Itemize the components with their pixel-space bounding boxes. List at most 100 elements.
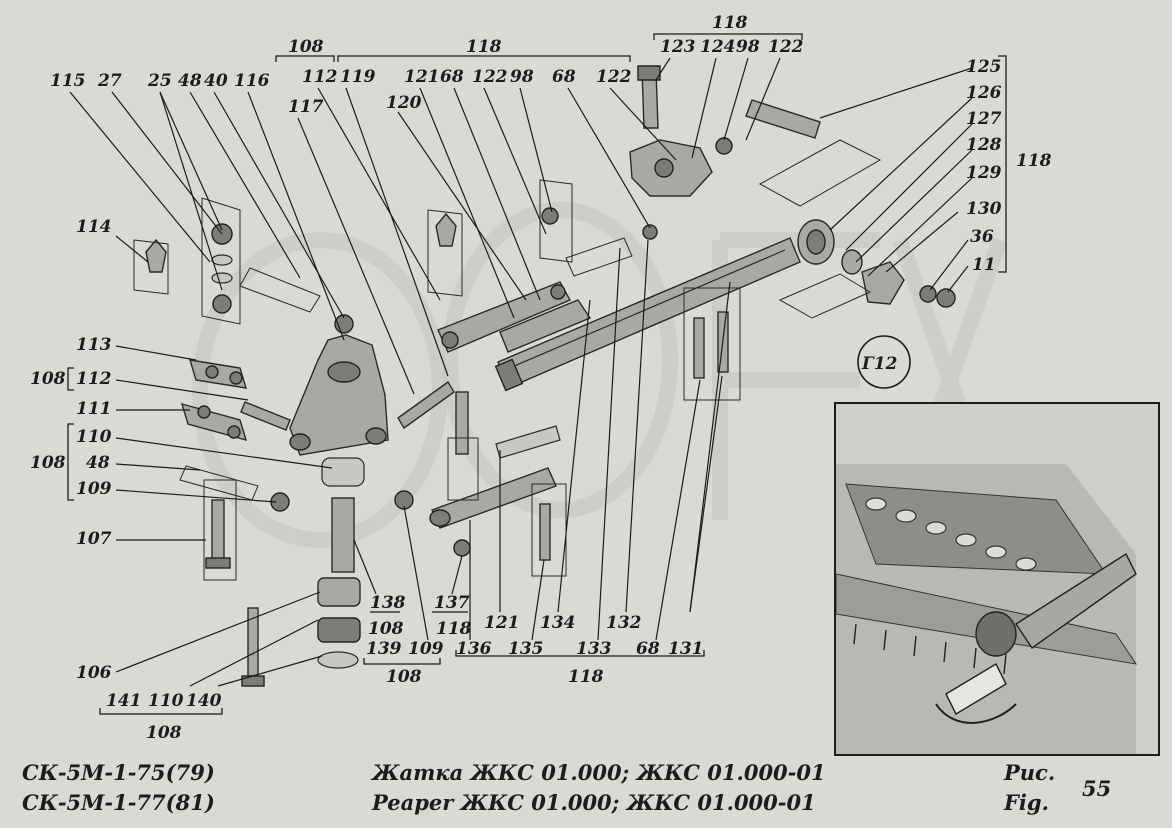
label-129: 129 [966, 163, 1002, 183]
label-120: 120 [386, 93, 422, 113]
label-118-gearbox: 118 [712, 13, 748, 33]
wrap-box-3 [427, 209, 463, 297]
label-108-left-2: 108 [30, 453, 66, 473]
model-line-2: СК-5М-1-77(81) [22, 790, 215, 815]
label-98-top: 98 [736, 37, 760, 57]
label-141: 141 [106, 691, 142, 711]
wrap-box-12 [203, 479, 237, 581]
label-128: 128 [966, 135, 1002, 155]
threaded-rod [240, 380, 455, 431]
label-121-lower: 121 [484, 613, 520, 633]
label-108-bottom: 108 [146, 723, 182, 743]
label-117: 117 [288, 97, 324, 117]
label-124: 124 [700, 37, 736, 57]
label-11: 11 [972, 255, 996, 275]
view-callout-g12: Г12 [857, 335, 911, 389]
wrap-box-1 [201, 197, 241, 325]
label-108-below: 108 [386, 667, 422, 687]
grease-fitting-upper [435, 212, 457, 247]
wrap-box-9 [239, 267, 321, 313]
links-left [180, 359, 248, 442]
parts [133, 65, 956, 687]
label-119: 119 [340, 67, 376, 87]
model-line-1: СК-5М-1-75(79) [22, 760, 215, 785]
wrap-box-6 [539, 179, 573, 263]
bolt-135 [539, 503, 551, 561]
label-115: 115 [50, 71, 86, 91]
wrap-box-4 [447, 437, 479, 501]
label-109-mid: 109 [408, 639, 444, 659]
label-109-left: 109 [76, 479, 112, 499]
label-131: 131 [668, 639, 704, 659]
brackets [67, 33, 1007, 715]
pivot-body [289, 334, 389, 456]
label-140: 140 [186, 691, 222, 711]
label-68-lower: 68 [636, 639, 660, 659]
label-68-mid: 68 [552, 67, 576, 87]
nut-98-top [715, 137, 733, 155]
label-122-mid: 122 [472, 67, 508, 87]
bolt-131a [693, 317, 705, 379]
label-118-right: 118 [1016, 151, 1052, 171]
label-g12: Г12 [861, 354, 898, 374]
label-123: 123 [660, 37, 696, 57]
label-130: 130 [966, 199, 1002, 219]
label-110-bottom: 110 [148, 691, 184, 711]
bracket-lower [429, 425, 561, 529]
label-112-top: 112 [302, 67, 338, 87]
wrap-box-5 [683, 287, 741, 401]
main-bar [494, 237, 801, 392]
label-98-mid: 98 [510, 67, 534, 87]
label-126: 126 [966, 83, 1002, 103]
label-36: 36 [970, 227, 994, 247]
label-25: 25 [147, 71, 172, 91]
callout-labels: 108 118 118 123 124 98 122 115 27 25 48 … [30, 13, 1052, 743]
hub-130 [861, 261, 905, 305]
fig-label-ru: Рис. [1004, 760, 1056, 785]
label-125: 125 [966, 57, 1002, 77]
bolt-125 [745, 99, 821, 139]
label-138: 138 [370, 593, 406, 613]
bolt-107-head [205, 557, 231, 569]
bracket-upper [437, 281, 592, 353]
label-40: 40 [204, 71, 228, 91]
label-121-top: 121 [404, 67, 440, 87]
label-122-right: 122 [596, 67, 632, 87]
nut-98 [541, 207, 559, 225]
label-48: 48 [178, 71, 202, 91]
label-68-top: 68 [440, 67, 464, 87]
label-136: 136 [456, 639, 492, 659]
label-139: 139 [366, 639, 402, 659]
label-135: 135 [508, 639, 544, 659]
title-en: Peaper ЖКС 01.000; ЖКС 01.000-01 [372, 790, 816, 815]
label-108-mid: 108 [368, 619, 404, 639]
nut-137 [453, 539, 471, 557]
label-133: 133 [576, 639, 612, 659]
bolt-107 [211, 499, 225, 561]
label-118-top: 118 [466, 37, 502, 57]
label-108-left-1: 108 [30, 369, 66, 389]
label-132: 132 [606, 613, 642, 633]
nut-36 [919, 285, 937, 303]
bearing-stack [317, 577, 361, 669]
nut-11 [936, 288, 956, 308]
wrap-box-2 [133, 239, 169, 295]
fig-label-en: Fig. [1004, 790, 1049, 815]
nut-68 [642, 224, 658, 240]
washer-128 [841, 249, 863, 275]
leader-lines [69, 57, 973, 687]
label-111: 111 [76, 399, 112, 419]
wrap-box-11 [565, 237, 633, 277]
label-114: 114 [76, 217, 112, 237]
wrap-box-13 [531, 483, 567, 577]
label-118-lower: 118 [436, 619, 472, 639]
label-127: 127 [966, 109, 1002, 129]
gearbox [629, 65, 713, 197]
page-number: 55 [1082, 776, 1112, 801]
label-116: 116 [234, 71, 270, 91]
wrap-box-8 [778, 273, 872, 319]
label-113: 113 [76, 335, 112, 355]
inset-drawing [836, 404, 1158, 754]
label-118-bottom: 118 [568, 667, 604, 687]
